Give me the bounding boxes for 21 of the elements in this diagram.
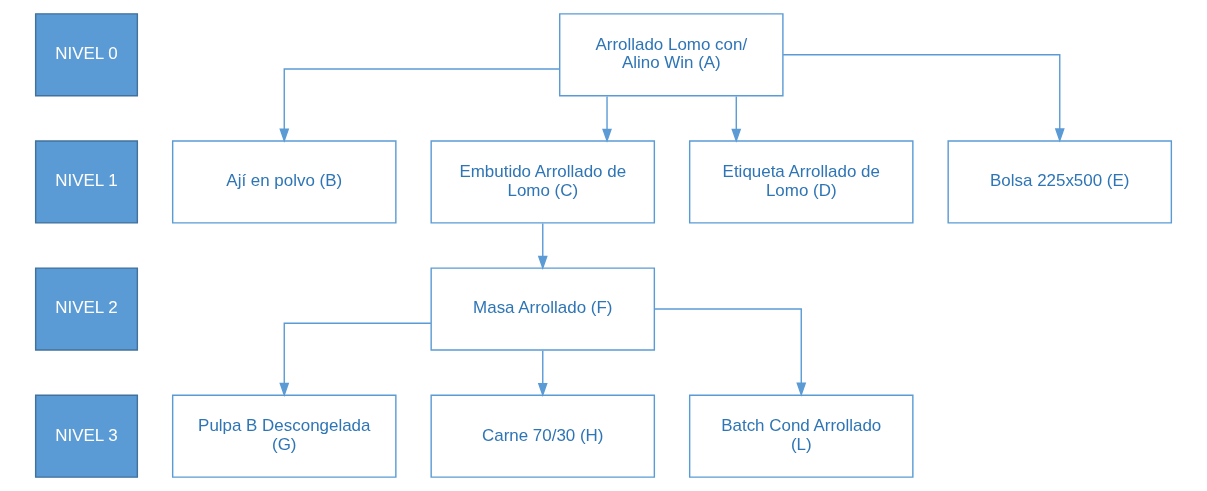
arrow [782,54,1065,143]
node-box: NIVEL 0 [34,13,139,97]
arrow [731,95,742,143]
arrow [537,222,548,270]
arrow [602,95,612,143]
arrow [653,308,807,397]
node-box: Masa Arrollado (F) [430,267,656,351]
node-box: Embutido Arrollado de Lomo (C) [430,140,656,224]
node-box: Ají en polvo (B) [171,140,397,224]
node-box: Pulpa B Descongelada (G) [171,394,397,478]
node-box: NIVEL 1 [34,140,139,224]
arrow [279,68,561,143]
node-box: Carne 70/30 (H) [430,394,656,478]
node-box: Bolsa 225x500 (E) [947,140,1173,224]
node-box: Batch Cond Arrollado (L) [688,394,914,478]
arrow [279,322,432,397]
node-box: Etiqueta Arrollado de Lomo (D) [688,140,914,224]
node-box: NIVEL 3 [34,394,139,478]
node-box: NIVEL 2 [34,267,139,351]
node-box: Arrollado Lomo con/ Alino Win (A) [559,13,784,97]
arrow [537,350,548,398]
